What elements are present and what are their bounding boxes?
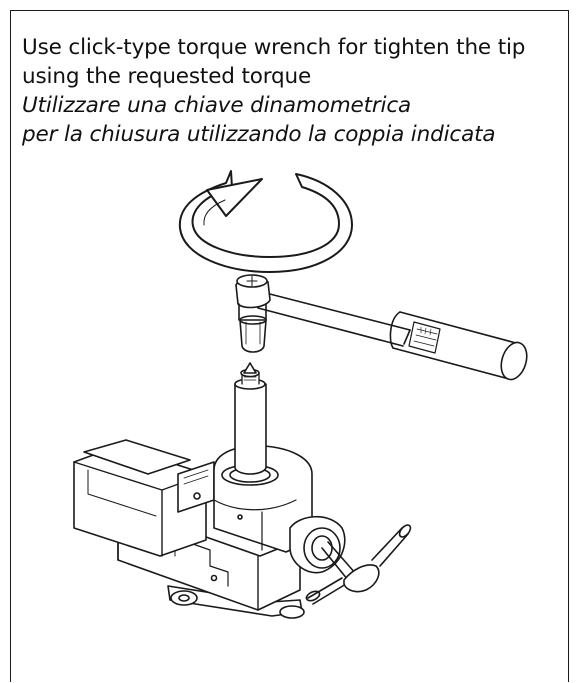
italian-instruction-line-2: per la chiusura utilizzando la coppia in…	[22, 122, 496, 147]
english-instruction-line-1: Use click-type torque wrench for tighten…	[22, 35, 526, 60]
clockwise-rotation-arrow-icon	[178, 170, 353, 273]
nozzle-tip-icon	[234, 362, 267, 475]
instruction-caption: Use click-type torque wrench for tighten…	[22, 33, 567, 149]
english-instruction-line-2: using the requested torque	[22, 64, 312, 89]
italian-instruction-line-1: Utilizzare una chiave dinamometrica	[22, 93, 412, 118]
click-type-torque-wrench-icon	[235, 274, 528, 381]
